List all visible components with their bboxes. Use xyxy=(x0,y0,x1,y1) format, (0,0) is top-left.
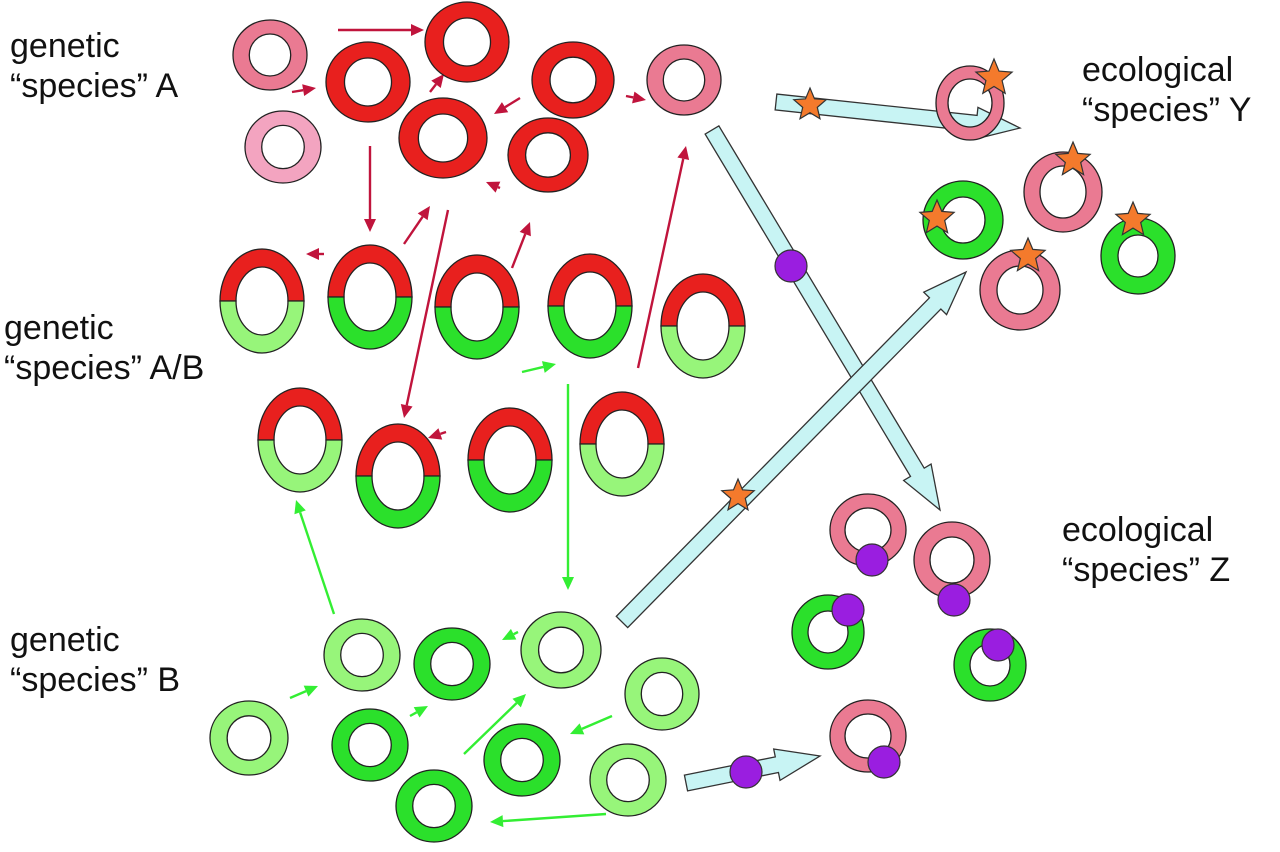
genome-ring-29 xyxy=(1023,151,1103,233)
hybrid-genome-ring-15 xyxy=(355,423,441,529)
hybrid-genome-ring-14 xyxy=(257,387,343,493)
star-marker xyxy=(974,57,1014,95)
label-ecological-species-y-line1: ecological xyxy=(1082,51,1234,89)
genome-ring-7 xyxy=(398,97,488,179)
label-genetic-species-ab-line1: genetic xyxy=(4,309,114,347)
evolution-arrows-layer xyxy=(289,24,690,828)
purple-dot-marker xyxy=(831,593,865,627)
evolution-arrow xyxy=(636,146,690,369)
purple-dot-marker xyxy=(855,543,889,577)
hybrid-genome-ring-10 xyxy=(327,244,413,350)
genome-ring-6 xyxy=(646,44,722,116)
purple-dot-marker xyxy=(937,583,971,617)
genome-ring-32 xyxy=(829,493,907,567)
evolution-arrow xyxy=(494,96,521,114)
evolution-arrow xyxy=(403,206,430,245)
evolution-arrow xyxy=(486,181,501,193)
label-ecological-species-z-line2: “species” Z xyxy=(1062,551,1231,589)
markers-layer xyxy=(720,57,1152,789)
label-ecological-species-y-line2: “species” Y xyxy=(1082,91,1252,129)
evolution-arrow xyxy=(429,74,444,93)
evolution-arrow xyxy=(463,694,526,755)
genome-ring-30 xyxy=(1100,217,1176,295)
genome-ring-26 xyxy=(589,743,667,817)
genome-ring-33 xyxy=(913,521,991,599)
purple-dot-marker xyxy=(867,745,901,779)
purple-dot-marker xyxy=(774,249,808,283)
hybrid-genome-ring-12 xyxy=(547,253,633,359)
transfer-arrow-a-to-z xyxy=(704,124,941,512)
star-marker xyxy=(792,86,828,121)
evolution-arrow xyxy=(490,812,607,828)
star-marker xyxy=(1114,200,1152,236)
evolution-arrow xyxy=(294,500,336,615)
genome-ring-1 xyxy=(232,19,308,91)
label-ecological-species-z-line1: ecological xyxy=(1062,511,1214,549)
genome-ring-25 xyxy=(395,769,473,843)
genome-ring-21 xyxy=(520,611,602,689)
purple-dot-marker xyxy=(729,755,763,789)
evolution-arrow xyxy=(521,361,556,374)
genome-ring-5 xyxy=(531,41,615,119)
genome-ring-2 xyxy=(244,110,322,184)
hybrid-genome-ring-11 xyxy=(434,254,520,360)
evolution-arrow xyxy=(400,209,450,418)
hybrid-genome-ring-13 xyxy=(660,273,746,379)
label-ecological-species-y: ecological “species” Y xyxy=(1082,50,1251,130)
evolution-arrow xyxy=(364,146,376,232)
genome-ring-31 xyxy=(979,249,1061,331)
hybrid-genome-ring-16 xyxy=(467,407,553,513)
genome-ring-20 xyxy=(413,627,491,701)
genome-ring-28 xyxy=(922,180,1004,260)
label-genetic-species-a-line1: genetic xyxy=(10,27,120,65)
label-genetic-species-b-line1: genetic xyxy=(10,621,120,659)
genome-ring-24 xyxy=(483,723,561,797)
label-genetic-species-ab: genetic “species” A/B xyxy=(4,308,204,388)
evolution-arrow xyxy=(338,24,424,36)
genome-rings-layer xyxy=(209,1,1176,843)
label-ecological-species-z: ecological “species” Z xyxy=(1062,510,1230,590)
label-genetic-species-a: genetic “species” A xyxy=(10,26,178,106)
star-marker xyxy=(1054,140,1092,176)
transfer-arrow-b-to-y xyxy=(615,270,968,629)
evolution-arrow xyxy=(291,84,316,97)
label-genetic-species-b-line2: “species” B xyxy=(10,661,181,699)
purple-dot-marker xyxy=(981,628,1015,662)
evolution-arrow xyxy=(570,714,613,735)
genome-ring-22 xyxy=(331,708,409,782)
evolution-arrow xyxy=(502,628,519,640)
star-marker xyxy=(720,477,756,512)
hybrid-genome-ring-9 xyxy=(219,248,305,354)
genome-ring-3 xyxy=(325,41,411,123)
label-genetic-species-b: genetic “species” B xyxy=(10,620,180,700)
genome-ring-8 xyxy=(507,117,589,193)
genome-ring-23 xyxy=(624,657,700,731)
label-genetic-species-ab-line2: “species” A/B xyxy=(4,349,205,387)
hybrid-genome-ring-17 xyxy=(579,391,665,497)
genome-ring-19 xyxy=(323,618,401,692)
genome-ring-18 xyxy=(209,700,289,776)
evolution-arrow xyxy=(510,222,531,269)
evolution-arrow xyxy=(289,685,318,700)
star-marker xyxy=(918,198,956,234)
evolution-arrow xyxy=(625,91,646,104)
evolution-arrow xyxy=(409,706,428,718)
label-genetic-species-a-line2: “species” A xyxy=(10,67,179,105)
evolution-arrow xyxy=(428,428,447,440)
star-marker xyxy=(1009,236,1047,272)
evolution-arrow xyxy=(306,248,324,260)
evolution-arrow xyxy=(562,384,574,590)
genome-ring-4 xyxy=(424,1,510,83)
